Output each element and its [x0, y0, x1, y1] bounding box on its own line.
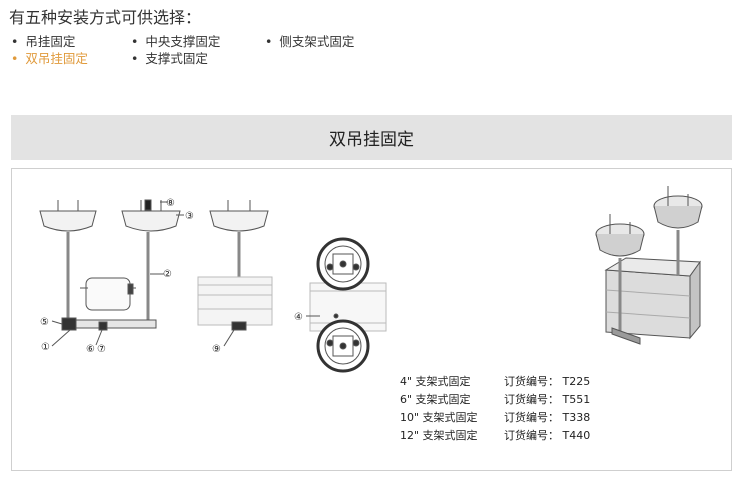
drawing-perspective	[595, 186, 703, 345]
page-heading: 有五种安装方式可供选择：	[9, 8, 202, 27]
callout-3: ③	[185, 211, 194, 222]
spec-row: 6" 支架式固定 订货编号： T551	[400, 391, 590, 409]
spec-row: 12" 支架式固定 订货编号： T440	[400, 427, 590, 445]
drawing-top-view	[306, 237, 387, 373]
option-label: 侧支架式固定	[279, 34, 355, 49]
option-hanging[interactable]: • 吊挂固定	[11, 31, 75, 50]
spec-order-number: 订货编号： T440	[504, 429, 591, 442]
spec-size: 12" 支架式固定	[400, 429, 478, 442]
drawing-double-hanging	[39, 199, 184, 347]
order-spec-table: 4" 支架式固定 订货编号： T225 6" 支架式固定 订货编号： T551 10…	[400, 373, 590, 445]
spec-size: 6" 支架式固定	[400, 393, 471, 406]
callout-5: ⑤	[40, 317, 49, 328]
callout-6: ⑥	[86, 344, 95, 355]
option-label: 双吊挂固定	[25, 51, 88, 66]
bullet-icon: •	[131, 51, 139, 66]
spec-size: 10" 支架式固定	[400, 411, 478, 424]
spec-order-number: 订货编号： T551	[504, 393, 591, 406]
spec-row: 10" 支架式固定 订货编号： T338	[400, 409, 590, 427]
section-title-banner: 双吊挂固定	[11, 115, 732, 160]
callout-7: ⑦	[97, 344, 106, 355]
installation-diagram-panel	[11, 168, 732, 471]
bullet-icon: •	[11, 51, 19, 66]
bullet-icon: •	[131, 34, 139, 49]
drawing-single-hanging	[197, 200, 273, 347]
option-label: 吊挂固定	[25, 34, 76, 49]
spec-size: 4" 支架式固定	[400, 375, 471, 388]
spec-row: 4" 支架式固定 订货编号： T225	[400, 373, 590, 391]
option-double-hanging[interactable]: • 双吊挂固定	[11, 48, 88, 67]
section-title: 双吊挂固定	[329, 130, 414, 150]
spec-order-number: 订货编号： T225	[504, 375, 591, 388]
bullet-icon: •	[265, 34, 273, 49]
option-support[interactable]: • 支撑式固定	[131, 48, 208, 67]
callout-1: ①	[41, 342, 50, 353]
callout-4: ④	[294, 312, 303, 323]
callout-2: ②	[163, 269, 172, 280]
option-label: 中央支撑固定	[145, 34, 221, 49]
callout-9: ⑨	[212, 344, 221, 355]
option-side-bracket[interactable]: • 侧支架式固定	[265, 31, 354, 50]
bullet-icon: •	[11, 34, 19, 49]
option-label: 支撑式固定	[145, 51, 208, 66]
callout-8: ⑧	[166, 198, 175, 209]
option-center-support[interactable]: • 中央支撑固定	[131, 31, 220, 50]
spec-order-number: 订货编号： T338	[504, 411, 591, 424]
